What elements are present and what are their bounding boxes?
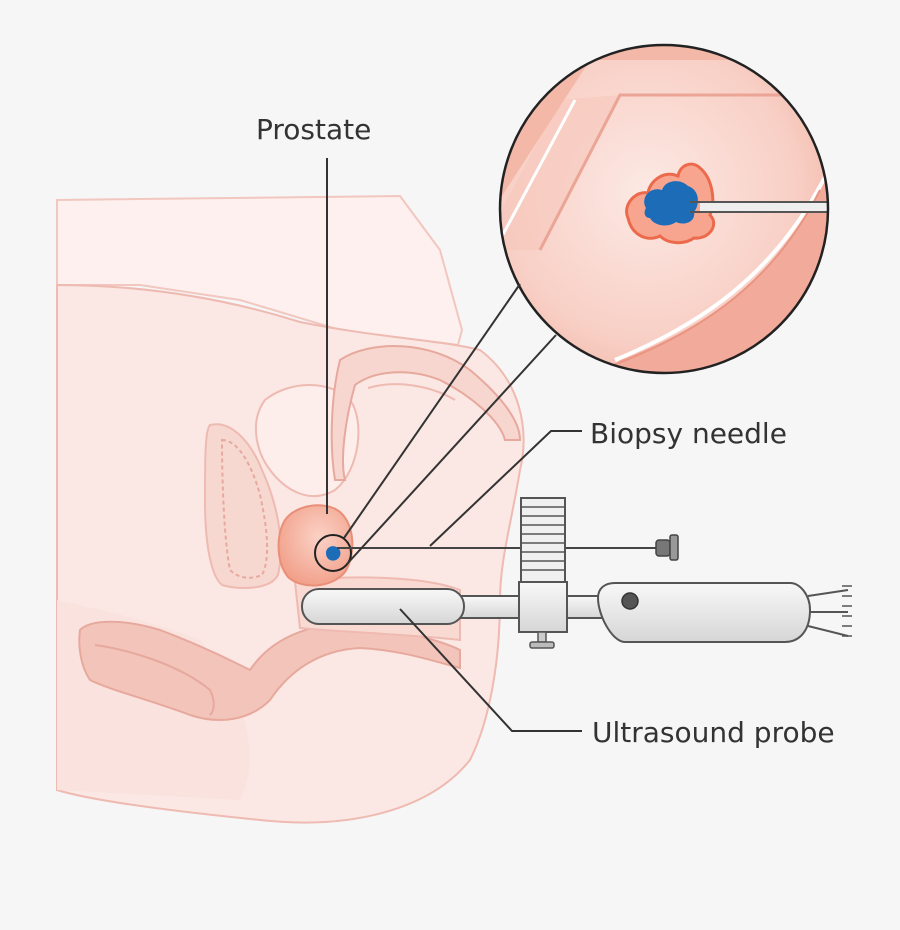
guide-screw-head (529, 641, 555, 649)
rectum (330, 345, 522, 481)
leader-lines (326, 158, 582, 732)
probe-head (301, 588, 465, 625)
pubic-bone (203, 423, 282, 589)
detail-circle (314, 534, 352, 572)
probe-handle (596, 582, 812, 643)
penis-inner (94, 644, 215, 716)
needle-cap (669, 534, 679, 561)
probe-button (621, 592, 639, 610)
inset-connector-lower (346, 334, 557, 565)
needle-guide (518, 497, 568, 649)
ultrasound-probe-label: Ultrasound probe (592, 716, 835, 749)
body-cross-section (56, 194, 525, 824)
small-tumor (326, 546, 341, 561)
prostate-gland (277, 504, 354, 587)
needle-hub (655, 539, 671, 557)
prostate (277, 504, 354, 587)
ultrasound-probe-leader (399, 608, 582, 732)
guide-screw (537, 631, 547, 643)
rectum-inner (367, 383, 456, 401)
tumor (644, 181, 698, 226)
ultrasound-probe (301, 497, 852, 649)
inset-border (498, 43, 830, 375)
magnified-inset (498, 43, 830, 375)
cable-fringe (842, 585, 852, 637)
guide-clamp (518, 581, 568, 633)
prostate-label: Prostate (256, 113, 372, 146)
penis-region (78, 620, 461, 721)
biopsy-needle-label: Biopsy needle (590, 417, 787, 450)
biopsy-needle-leader (429, 430, 582, 547)
biopsy-needle-main (337, 534, 679, 561)
inset-connector-upper (343, 283, 521, 539)
probe-cable (807, 589, 849, 637)
